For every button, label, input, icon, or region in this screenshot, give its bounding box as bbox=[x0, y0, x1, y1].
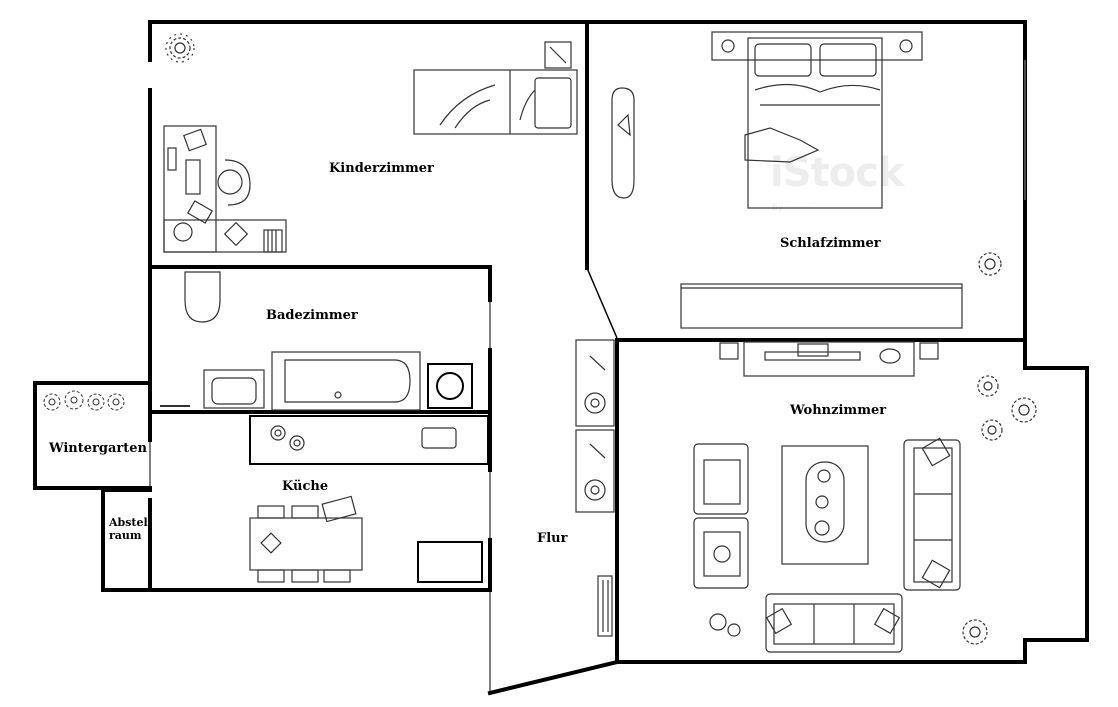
wardrobe-lower bbox=[575, 429, 615, 513]
sofa-right bbox=[903, 439, 961, 591]
room-label-flur: Flur bbox=[537, 531, 568, 546]
cabinet bbox=[417, 541, 483, 583]
room-label-badezimmer: Badezimmer bbox=[266, 308, 358, 323]
chair bbox=[224, 159, 251, 206]
dining-table bbox=[249, 517, 363, 571]
room-label-wintergarten: Wintergarten bbox=[49, 441, 147, 456]
wardrobe bbox=[680, 283, 963, 329]
room-label-schlafzimmer: Schlafzimmer bbox=[780, 236, 881, 251]
plant-icon bbox=[107, 393, 125, 411]
thin-lines bbox=[149, 60, 1088, 693]
armchair-top bbox=[693, 443, 749, 515]
desk-extension bbox=[163, 219, 287, 253]
coffee-table bbox=[781, 445, 869, 565]
room-label-abstellraum: Abstell raum bbox=[109, 516, 152, 542]
desk bbox=[163, 125, 217, 253]
plant-icon bbox=[978, 252, 1002, 276]
headboard bbox=[711, 31, 923, 61]
plant-icon bbox=[981, 419, 1003, 441]
wohnzimmer-furniture bbox=[693, 341, 1037, 653]
blanket bbox=[744, 127, 820, 163]
room-label-wohnzimmer: Wohnzimmer bbox=[790, 403, 887, 418]
walls bbox=[33, 20, 1089, 696]
wintergarten-plants bbox=[43, 390, 125, 411]
plant-icon bbox=[165, 33, 195, 63]
flur-furniture bbox=[575, 339, 615, 637]
bathtub bbox=[271, 351, 421, 411]
badezimmer-furniture bbox=[160, 271, 473, 411]
pillow-left bbox=[754, 43, 812, 77]
room-label-kueche: Küche bbox=[282, 479, 329, 494]
armchair-bottom bbox=[693, 517, 749, 589]
plant-icon bbox=[1011, 397, 1037, 423]
lamp bbox=[173, 222, 193, 242]
door-schlafzimmer bbox=[586, 267, 618, 339]
room-label-abstellraum-line1: Abstell bbox=[109, 516, 152, 529]
wall-wohn-right bbox=[615, 338, 1089, 664]
wardrobe-upper bbox=[575, 339, 615, 427]
kueche-furniture bbox=[249, 415, 489, 583]
shoe-rack bbox=[597, 575, 613, 637]
kinderzimmer-furniture bbox=[163, 33, 578, 253]
watermark-brand: iStock bbox=[770, 150, 904, 196]
pillow bbox=[534, 77, 572, 129]
sink bbox=[203, 369, 265, 409]
bed-kinder bbox=[413, 69, 578, 135]
stove-burner bbox=[270, 425, 286, 441]
stove-burner bbox=[289, 435, 305, 451]
sofa-bottom bbox=[765, 593, 903, 653]
side-table bbox=[709, 613, 727, 631]
toilet bbox=[184, 271, 221, 323]
tv-sideboard bbox=[743, 341, 915, 377]
plant-icon bbox=[977, 375, 999, 397]
schlafzimmer-furniture bbox=[611, 31, 1002, 329]
wall-flur-bottom bbox=[487, 659, 620, 696]
kitchen-sink bbox=[421, 427, 457, 449]
plant-icon bbox=[64, 390, 84, 410]
nightstand bbox=[544, 41, 572, 69]
kitchen-counter bbox=[249, 415, 489, 465]
nightstand-lamp-right bbox=[899, 39, 913, 53]
washing-machine bbox=[427, 363, 473, 409]
watermark-credit: by ········· bbox=[772, 203, 812, 213]
plant-icon bbox=[87, 393, 105, 411]
room-label-abstellraum-line2: raum bbox=[109, 529, 142, 542]
pillow-right bbox=[819, 43, 877, 77]
nightstand-lamp-left bbox=[721, 39, 735, 53]
wall-top-right bbox=[148, 20, 1027, 342]
double-bed bbox=[747, 37, 883, 209]
wall-winter-left-bottom bbox=[33, 381, 152, 490]
plant-icon bbox=[962, 619, 988, 645]
room-label-kinderzimmer: Kinderzimmer bbox=[329, 161, 434, 176]
ironing-board bbox=[611, 87, 635, 199]
tv bbox=[764, 351, 861, 361]
plant-icon bbox=[43, 393, 61, 411]
